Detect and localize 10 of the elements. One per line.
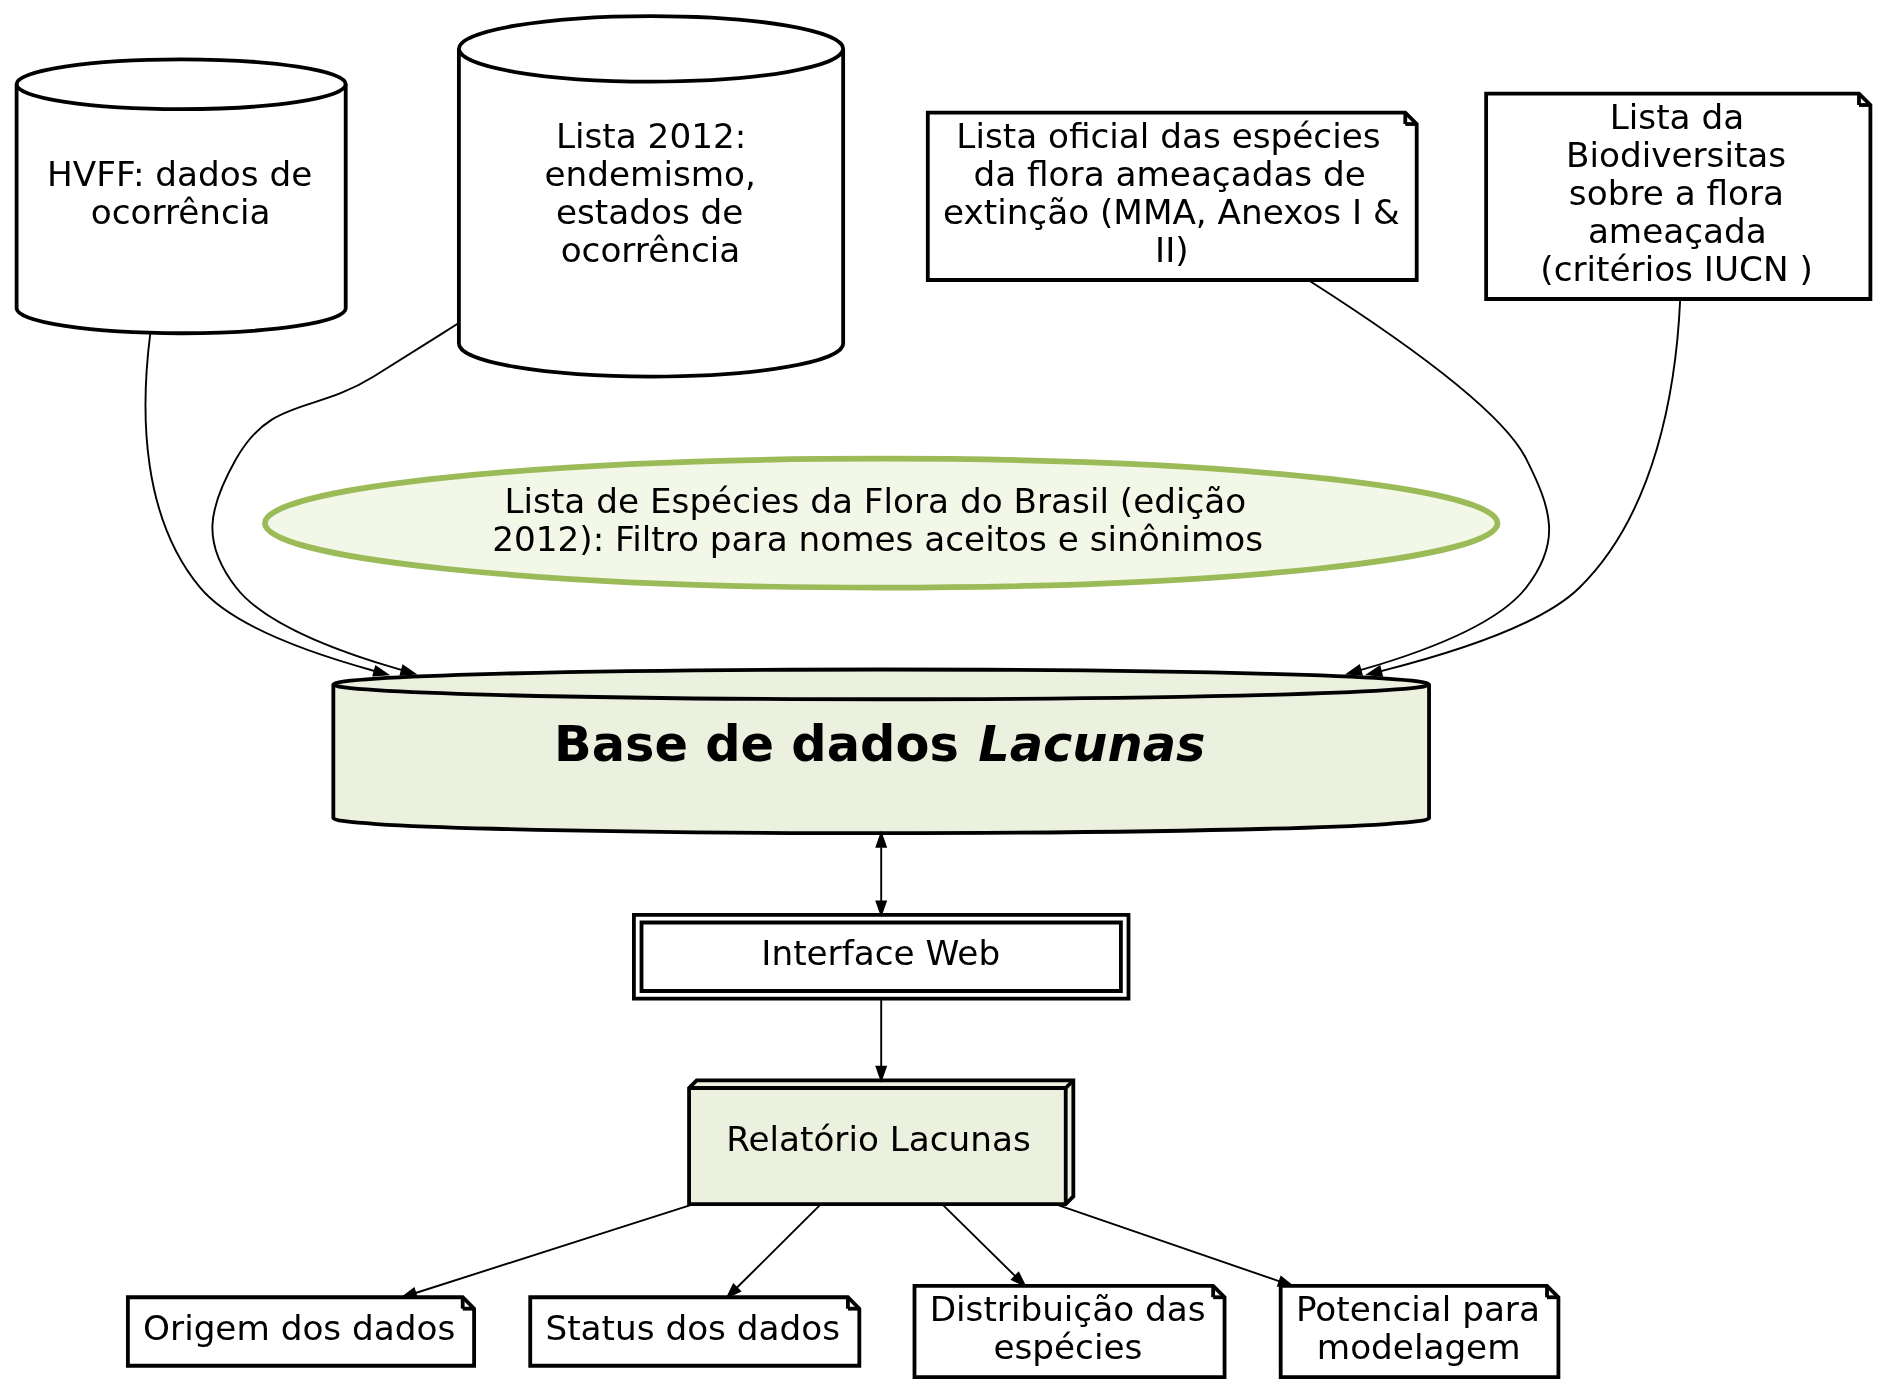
- arrow: [1365, 298, 1682, 677]
- arrow: [875, 830, 888, 918]
- node-box: Interface Web: [632, 913, 1131, 1001]
- arrow: [875, 998, 888, 1083]
- node-ellipse: Lista de Espécies da Flora do Brasil (edição 2012): Filtro para nomes aceitos e sinônimos: [262, 455, 1501, 591]
- arrow: [1307, 279, 1550, 676]
- arrow: [725, 1203, 822, 1300]
- arrow: [211, 322, 460, 676]
- arrow: [941, 1203, 1027, 1288]
- arrow: [144, 332, 391, 677]
